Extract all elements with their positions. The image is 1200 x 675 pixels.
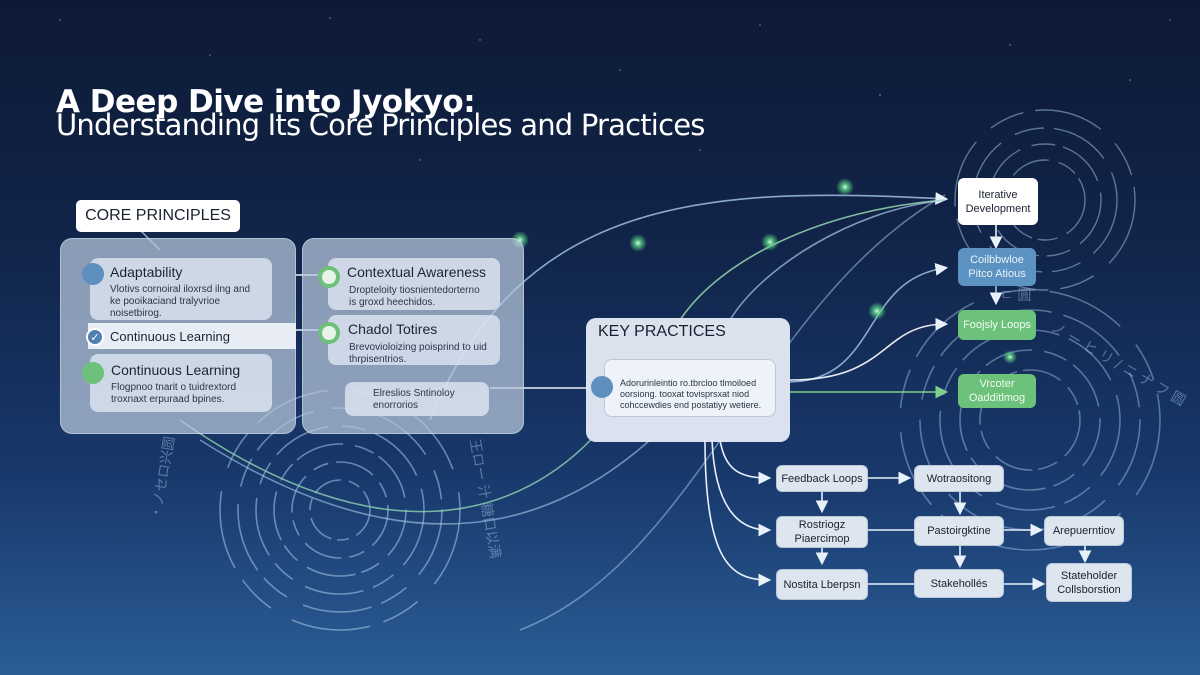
sub-body: Brevovioloizing poisprind to uid thrpise… xyxy=(349,342,487,365)
green-ring-icon xyxy=(318,266,340,288)
flow-node-feedback-loops[interactable]: Feedback Loops xyxy=(776,465,868,492)
sub-card-strategy[interactable] xyxy=(345,382,489,416)
green-ring-icon xyxy=(318,322,340,344)
node-continuous-onboarding[interactable]: Vrcoter Oadditlmog xyxy=(958,374,1036,408)
flow-node-roadmap[interactable]: Rostriogz Piaercimop xyxy=(776,516,868,548)
node-collaborative-practices[interactable]: Coilbbwloe Pitco Atious xyxy=(958,248,1036,286)
svg-text:ノ ー ヒ リ / ニ ナ フ 圆: ノ ー ヒ リ / ニ ナ フ 圆 xyxy=(1048,320,1188,410)
page-title: A Deep Dive into Jyokyo: xyxy=(56,84,476,120)
key-practices-body: Adorurinleintio ro.tbrcloo tlmoiloed oor… xyxy=(620,378,762,410)
principle-title: Continuous Learning xyxy=(111,362,241,378)
flow-node-stakeholders[interactable]: Stakehollés xyxy=(914,569,1004,598)
sub-title: Chadol Totires xyxy=(348,321,438,337)
blue-dot-icon xyxy=(82,263,104,285)
key-practices-label: KEY PRACTICES xyxy=(598,323,726,340)
green-dot-icon xyxy=(82,362,104,384)
flow-node-arrangement[interactable]: Arepuerntiov xyxy=(1044,516,1124,546)
node-iterative-development[interactable]: Iterative Development xyxy=(958,178,1038,225)
page-subtitle: Understanding Its Core Principles and Pr… xyxy=(56,108,705,142)
check-icon: ✓ xyxy=(86,328,104,346)
principle-title: Continuous Learning xyxy=(110,329,230,344)
core-principles-label: CORE PRINCIPLES xyxy=(76,200,240,232)
principle-body: Vlotivs cornoiral iloxrsd ilng and ke po… xyxy=(110,284,251,319)
sub-body: Dropteloity tiosnientedorterno is groxd … xyxy=(349,285,480,308)
principle-card-continuous-learning-2[interactable] xyxy=(90,354,272,412)
sub-card-chadol-totires[interactable] xyxy=(328,315,500,365)
flow-node-stakeholder-collaboration[interactable]: Stateholder Collsborstion xyxy=(1046,563,1132,602)
principle-card-adaptability[interactable] xyxy=(90,258,272,320)
flow-node-monitoring[interactable]: Nostita Lberpsn xyxy=(776,569,868,600)
svg-text:・ノセロ兴圆: ・ノセロ兴圆 xyxy=(148,435,178,521)
flow-node-workshop[interactable]: Wotraositong xyxy=(914,465,1004,492)
flow-node-prototyping[interactable]: Pastoirgktine xyxy=(914,516,1004,546)
principle-card-continuous-learning[interactable] xyxy=(88,323,296,349)
svg-text:ㄷ 圓: ㄷ 圓 xyxy=(1000,288,1031,304)
principle-body: Flogpnoo tnarit o tuidrextord troxnaxt e… xyxy=(111,382,237,405)
node-feedback-loops-green[interactable]: Foojsly Loops xyxy=(958,310,1036,340)
sub-body: Elreslios Sntinoloy enorrorios xyxy=(373,388,455,411)
sub-card-contextual-awareness[interactable] xyxy=(328,258,500,310)
principle-title: Adaptability xyxy=(110,264,183,280)
blue-dot-icon xyxy=(591,376,613,398)
sub-title: Contextual Awareness xyxy=(347,264,487,280)
